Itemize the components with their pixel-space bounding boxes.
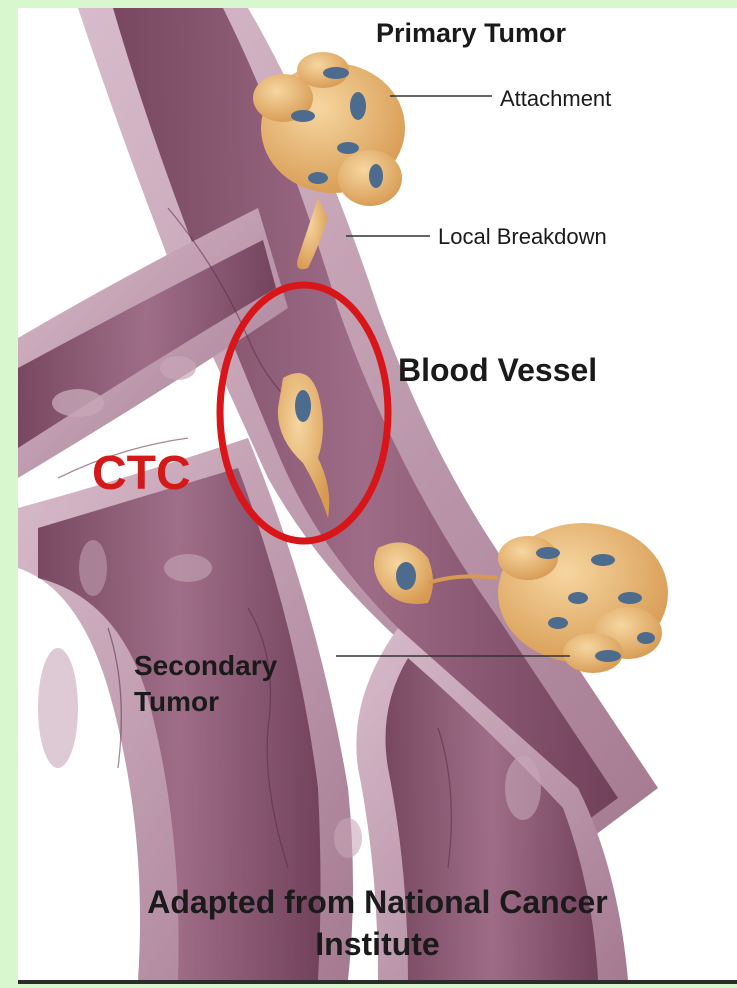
local-breakdown-label: Local Breakdown	[438, 224, 607, 250]
blood-vessel-label: Blood Vessel	[398, 352, 597, 389]
diagram-frame: Primary Tumor Attachment Local Breakdown…	[18, 8, 737, 980]
ctc-label: CTC	[92, 446, 191, 501]
bottom-divider	[18, 980, 737, 984]
attachment-label: Attachment	[500, 86, 611, 112]
primary-tumor-label: Primary Tumor	[376, 18, 566, 49]
source-caption-line2: Institute	[18, 926, 737, 963]
source-caption-line1: Adapted from National Cancer	[18, 884, 737, 921]
secondary-tumor-label-line2: Tumor	[134, 686, 219, 718]
secondary-tumor-label-line1: Secondary	[134, 650, 277, 682]
